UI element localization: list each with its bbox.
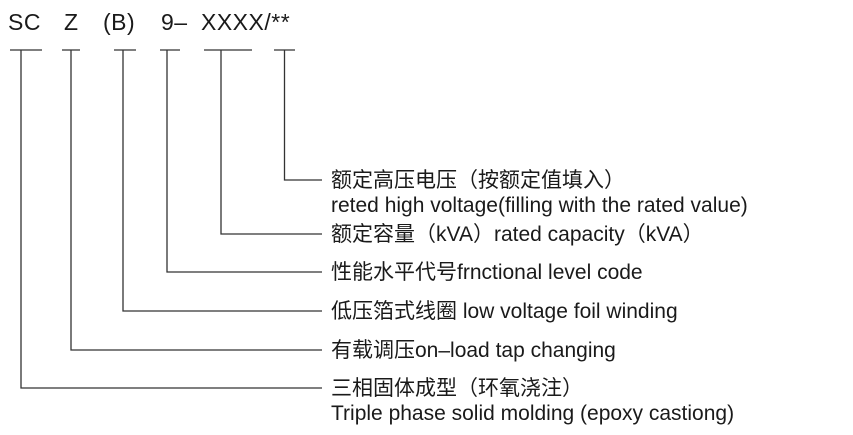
code-part-z: Z: [64, 9, 79, 35]
code-part-sc: SC: [8, 9, 41, 35]
connector-foil-winding: [114, 49, 322, 312]
connector-tap-changing: [62, 49, 322, 351]
annotation-foil-winding: 低压箔式线圈 low voltage foil winding: [331, 300, 678, 323]
annotation-level-code: 性能水平代号frnctional level code: [331, 261, 643, 284]
code-part-capacity-voltage: XXXX/**: [201, 9, 291, 35]
annotation-high-voltage-en: reted high voltage(filling with the rate…: [331, 194, 748, 217]
annotation-triple-phase-en: Triple phase solid molding (epoxy castio…: [331, 402, 735, 425]
connector-level-code: [160, 49, 322, 273]
connector-high-voltage: [274, 49, 322, 181]
connector-triple-phase: [10, 49, 322, 389]
annotation-triple-phase-cn: 三相固体成型（环氧浇注）: [331, 377, 583, 400]
annotation-tap-changing: 有载调压on–load tap changing: [331, 339, 616, 362]
annotation-high-voltage-cn: 额定高压电压（按额定值填入）: [331, 169, 625, 192]
connector-capacity: [204, 49, 322, 235]
code-part-level: 9–: [161, 9, 188, 35]
annotation-capacity: 额定容量（kVA）rated capacity（kVA）: [331, 223, 704, 246]
code-part-b: (B): [103, 9, 136, 35]
